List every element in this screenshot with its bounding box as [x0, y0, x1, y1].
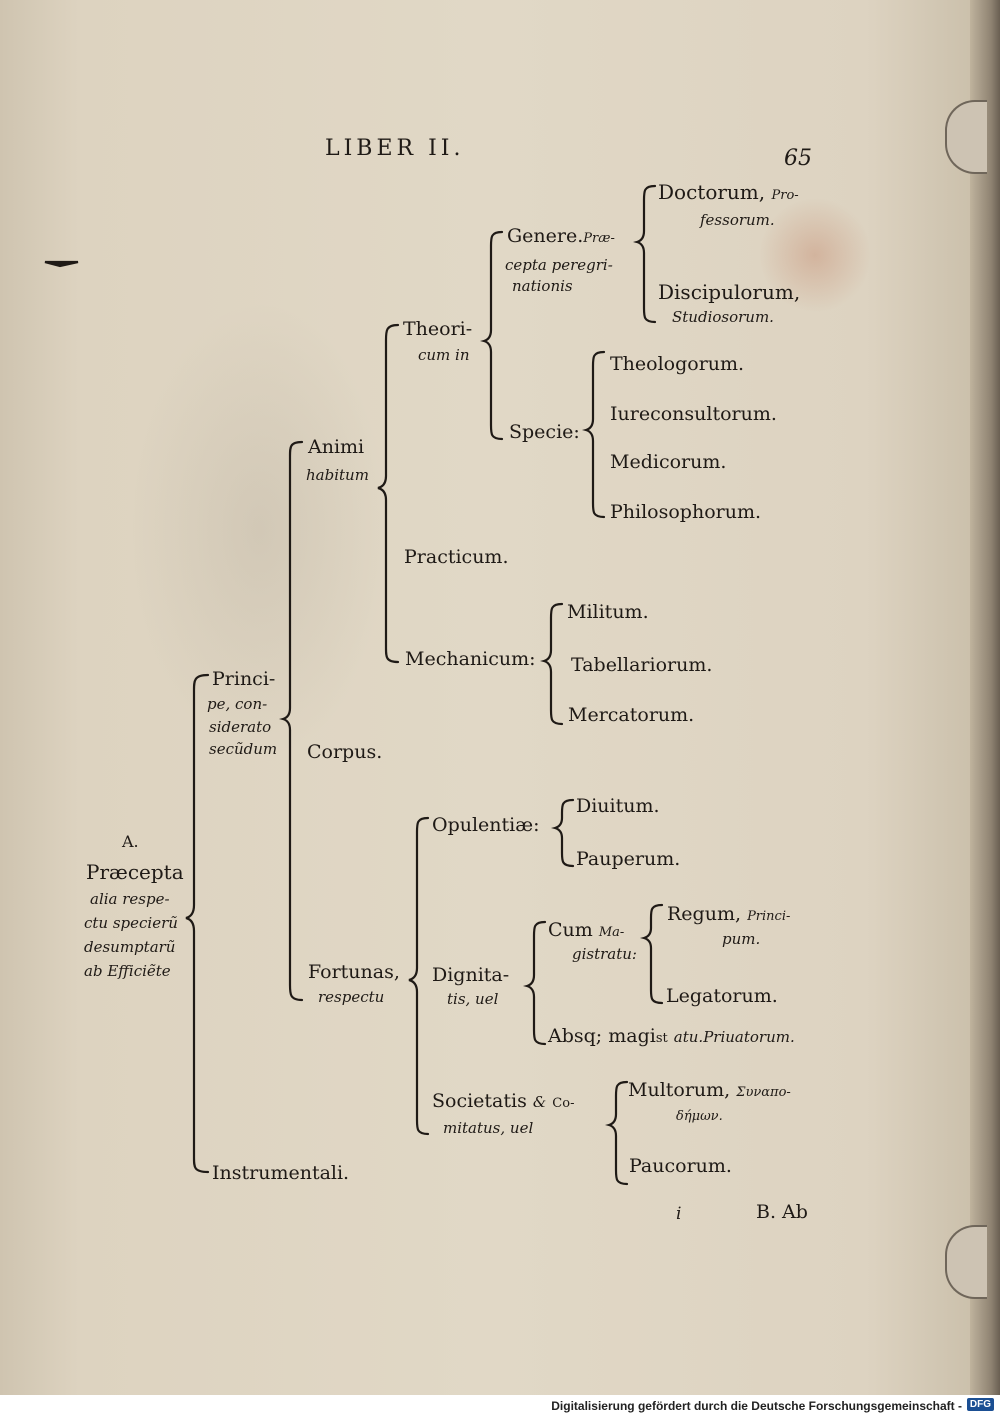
node-fortunas: Fortunas,: [308, 961, 400, 983]
bracket-diagram: [44, 184, 664, 1186]
bracket-specie: [582, 350, 606, 519]
node-principe-line: secũdum: [209, 740, 278, 758]
book-page: [0, 0, 985, 1395]
node-absq: Absq; magist atu.Priuatorum.: [548, 1025, 795, 1047]
bracket-root: [185, 673, 210, 1174]
root-title: Præcepta: [86, 860, 184, 884]
root-line: desumptarũ: [84, 938, 176, 956]
node-paucorum: Paucorum.: [629, 1155, 732, 1177]
node-regum-line: pum.: [722, 930, 761, 948]
opul-item: Diuitum.: [576, 795, 660, 817]
root-line: alia respe-: [90, 890, 170, 908]
node-mechanicum: Mechanicum:: [405, 648, 536, 670]
margin-mark: [44, 260, 79, 268]
page-number: 65: [784, 146, 812, 171]
node-discipulorum: Discipulorum,: [658, 280, 801, 304]
node-opulentiae: Opulentiæ:: [432, 814, 540, 836]
species-item: Medicorum.: [610, 451, 727, 473]
species-item: Philosophorum.: [610, 501, 762, 523]
mech-item: Mercatorum.: [568, 704, 695, 726]
dfg-logo: DFG: [966, 1398, 994, 1411]
root-line: ab Efficiẽte: [84, 962, 171, 980]
page-clip-bottom: [945, 1225, 987, 1299]
node-principe-line: siderato: [209, 718, 272, 736]
footer-text: Digitalisierung gefördert durch die Deut…: [551, 1399, 962, 1413]
node-instrumentali: Instrumentali.: [212, 1162, 350, 1184]
node-societatis-line: mitatus, uel: [443, 1119, 534, 1137]
foxing-stain: [760, 195, 870, 315]
bracket-opulentiae: [551, 798, 575, 868]
node-dignitatis: Dignita-: [432, 964, 510, 986]
page-clip-top: [945, 100, 987, 174]
node-genere-line: cepta peregri-: [505, 256, 613, 274]
book-spine: [970, 0, 1000, 1395]
bracket-societatis: [605, 1080, 629, 1186]
bracket-genere: [633, 184, 657, 324]
signature-mark: i: [676, 1204, 682, 1224]
node-practicum: Practicum.: [404, 546, 509, 568]
node-multorum-line: δήμων.: [676, 1109, 723, 1124]
node-cum: Cum Ma-: [548, 919, 625, 941]
node-theoricum-line: cum in: [418, 346, 470, 364]
mech-item: Tabellariorum.: [571, 654, 713, 676]
bracket-fortunas: [408, 816, 430, 1136]
node-legatorum: Legatorum.: [666, 985, 778, 1007]
node-cum-line: gistratu:: [572, 945, 637, 963]
mech-item: Militum.: [567, 601, 649, 623]
running-head: LIBER II.: [325, 136, 465, 161]
catchword: B. Ab: [756, 1201, 808, 1223]
node-multorum: Multorum, Συναπο-: [628, 1079, 791, 1101]
root-letter: A.: [122, 832, 139, 851]
species-item: Theologorum.: [610, 353, 745, 375]
opul-item: Pauperum.: [576, 848, 681, 870]
node-dignitatis-line: tis, uel: [447, 990, 499, 1008]
node-doctorum: Doctorum, Pro-: [658, 180, 799, 204]
node-discipulorum-line: Studiosorum.: [672, 308, 774, 326]
node-genere: Genere.Præ-: [507, 225, 615, 247]
species-item: Iureconsultorum.: [610, 403, 777, 425]
digitization-footer: Digitalisierung gefördert durch die Deut…: [0, 1395, 1000, 1418]
node-regum: Regum, Princi-: [667, 903, 791, 925]
node-doctorum-line: fessorum.: [700, 211, 775, 229]
node-theoricum: Theori-: [403, 318, 473, 340]
node-societatis: Societatis & Co-: [432, 1090, 575, 1112]
bracket-principe: [279, 440, 304, 1002]
bracket-animi: [377, 323, 400, 664]
bracket-theoricum: [480, 230, 504, 441]
node-principe-line: pe, con-: [207, 695, 268, 713]
node-fortunas-line: respectu: [318, 988, 385, 1006]
node-animi: Animi: [308, 436, 365, 458]
root-line: ctu specierũ: [84, 914, 178, 932]
bleed-through-shadow: [130, 300, 390, 760]
node-principe: Princi-: [212, 668, 276, 690]
node-genere-line: nationis: [512, 277, 573, 295]
bracket-cum: [640, 903, 664, 1005]
bracket-mechanicum: [540, 602, 564, 726]
node-specie: Specie:: [509, 421, 580, 443]
bracket-dignitatis: [523, 920, 547, 1046]
node-animi-line: habitum: [306, 466, 369, 484]
node-corpus: Corpus.: [307, 741, 383, 763]
